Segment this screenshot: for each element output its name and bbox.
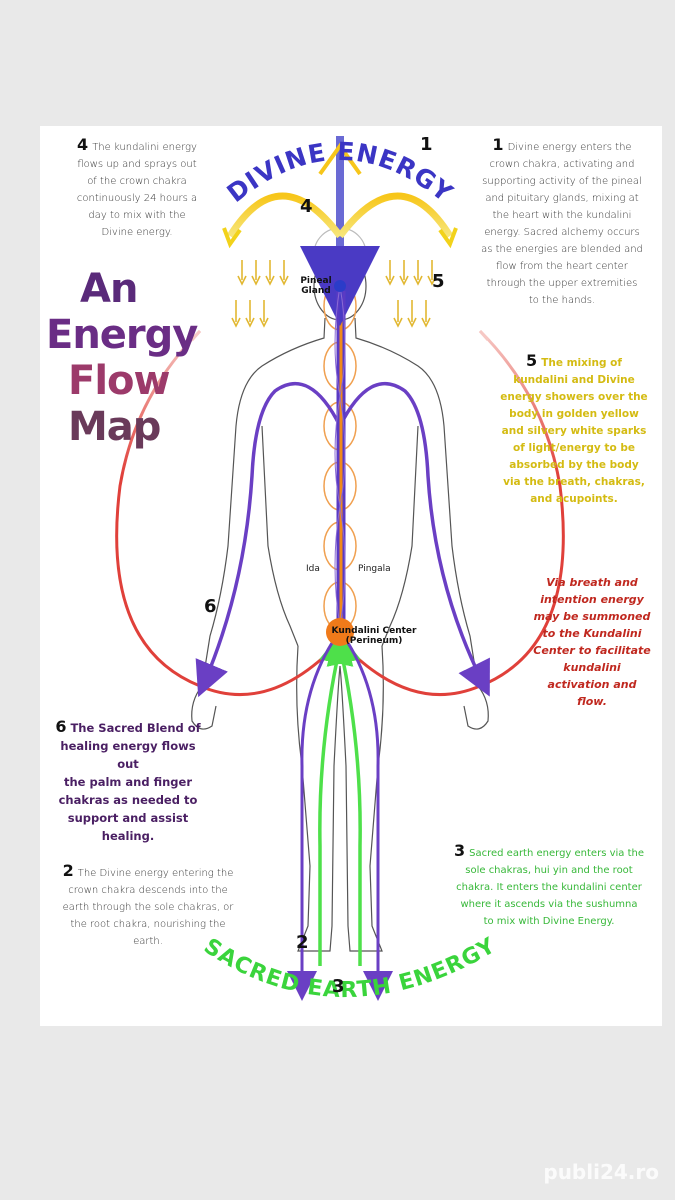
pingala-label: Pingala <box>358 564 391 574</box>
title-line-4: Map <box>68 404 161 450</box>
purple-leg-flows <box>287 630 393 1001</box>
marker-6: 6 <box>204 596 217 617</box>
marker-3: 3 <box>332 976 345 997</box>
marker-1: 1 <box>420 134 433 155</box>
title-line-1: An <box>80 266 138 312</box>
marker-5: 5 <box>432 271 445 292</box>
energy-diagram: DIVINE ENERGY SACRED EARTH ENERGY <box>115 136 565 1003</box>
energy-flow-map-poster: DIVINE ENERGY SACRED EARTH ENERGY 1 4 5 … <box>40 126 662 1026</box>
marker-2: 2 <box>296 932 309 953</box>
central-channel <box>300 136 380 627</box>
yellow-crown-spray <box>222 142 458 249</box>
marker-4: 4 <box>300 196 313 217</box>
kundalini-center-label: Kundalini Center(Perineum) <box>331 626 417 646</box>
ida-label: Ida <box>306 564 320 574</box>
kundalini-center-dot <box>326 618 354 646</box>
title-line-2: Energy <box>46 312 198 358</box>
yellow-shower-right <box>385 260 437 328</box>
note-breath: Via breath and intention energy may be s… <box>533 576 651 708</box>
purple-hand-flows <box>195 381 490 698</box>
red-energy-loops <box>115 329 565 697</box>
green-earth-flows <box>318 628 362 966</box>
yellow-shower-left <box>231 260 289 328</box>
publi24-watermark: publi24.ro <box>543 1160 659 1184</box>
title-line-3: Flow <box>68 358 170 404</box>
